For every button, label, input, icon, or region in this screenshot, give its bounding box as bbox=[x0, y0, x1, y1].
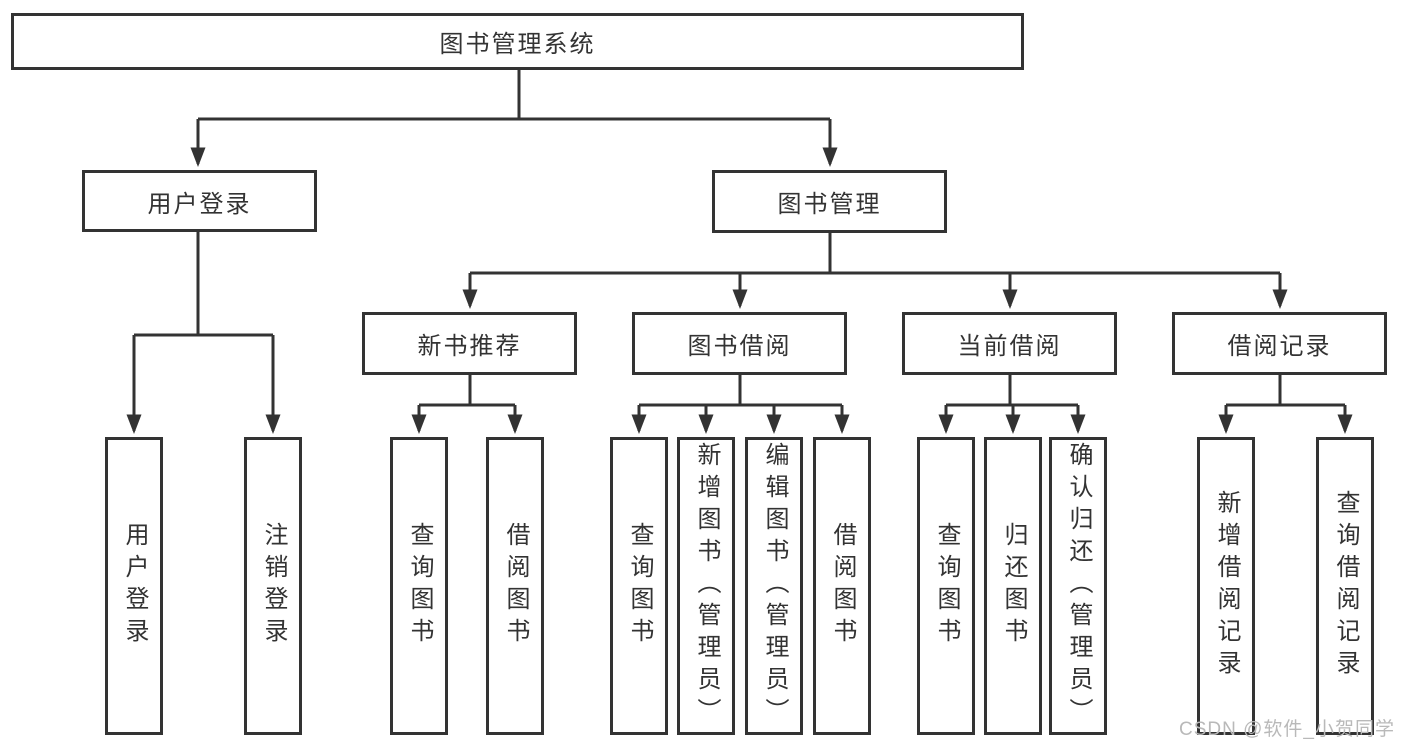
node-user-login: 用户登录 bbox=[82, 170, 317, 232]
node-book-mgmt-label: 图书管理 bbox=[777, 191, 882, 218]
leaf-cb-query-books: 查询图书 bbox=[917, 437, 975, 735]
node-book-mgmt: 图书管理 bbox=[712, 170, 947, 233]
leaf-cb-return-books-label: 归还图书 bbox=[1000, 522, 1027, 650]
leaf-cb-confirm-return-admin-label: 确认归还（管理员） bbox=[1065, 442, 1092, 730]
node-book-borrow-label: 图书借阅 bbox=[687, 333, 792, 360]
node-user-login-label: 用户登录 bbox=[147, 190, 252, 218]
leaf-br-add-record-label: 新增借阅记录 bbox=[1213, 490, 1240, 682]
leaf-cb-query-books-label: 查询图书 bbox=[933, 522, 960, 650]
leaf-cb-return-books: 归还图书 bbox=[984, 437, 1042, 735]
leaf-user-login-label: 用户登录 bbox=[121, 522, 148, 650]
leaf-bb-query-books: 查询图书 bbox=[610, 437, 668, 735]
node-root-label: 图书管理系统 bbox=[439, 31, 596, 58]
leaf-cb-confirm-return-admin: 确认归还（管理员） bbox=[1049, 437, 1107, 735]
leaf-nbr-query-books: 查询图书 bbox=[390, 437, 448, 735]
leaf-bb-edit-books-admin-label: 编辑图书（管理员） bbox=[761, 442, 788, 730]
node-current-borrow: 当前借阅 bbox=[902, 312, 1117, 375]
leaf-bb-add-books-admin-label: 新增图书（管理员） bbox=[693, 442, 720, 730]
leaf-bb-add-books-admin: 新增图书（管理员） bbox=[677, 437, 735, 735]
node-borrow-record: 借阅记录 bbox=[1172, 312, 1387, 375]
leaf-br-query-record-label: 查询借阅记录 bbox=[1332, 490, 1359, 682]
leaf-nbr-borrow-books: 借阅图书 bbox=[486, 437, 544, 735]
leaf-logout: 注销登录 bbox=[244, 437, 302, 735]
leaf-nbr-borrow-books-label: 借阅图书 bbox=[502, 522, 529, 650]
csdn-watermark: CSDN @软件_小贺同学 bbox=[1179, 719, 1395, 740]
node-new-book-rec-label: 新书推荐 bbox=[417, 333, 522, 360]
leaf-bb-borrow-books-label: 借阅图书 bbox=[829, 522, 856, 650]
leaf-nbr-query-books-label: 查询图书 bbox=[406, 522, 433, 650]
leaf-logout-label: 注销登录 bbox=[260, 522, 287, 650]
node-borrow-record-label: 借阅记录 bbox=[1227, 333, 1332, 360]
leaf-br-add-record: 新增借阅记录 bbox=[1197, 437, 1255, 735]
node-current-borrow-label: 当前借阅 bbox=[957, 333, 1062, 360]
leaf-br-query-record: 查询借阅记录 bbox=[1316, 437, 1374, 735]
node-book-borrow: 图书借阅 bbox=[632, 312, 847, 375]
leaf-bb-borrow-books: 借阅图书 bbox=[813, 437, 871, 735]
leaf-bb-query-books-label: 查询图书 bbox=[626, 522, 653, 650]
node-root: 图书管理系统 bbox=[11, 13, 1024, 70]
leaf-user-login: 用户登录 bbox=[105, 437, 163, 735]
node-new-book-rec: 新书推荐 bbox=[362, 312, 577, 375]
leaf-bb-edit-books-admin: 编辑图书（管理员） bbox=[745, 437, 803, 735]
